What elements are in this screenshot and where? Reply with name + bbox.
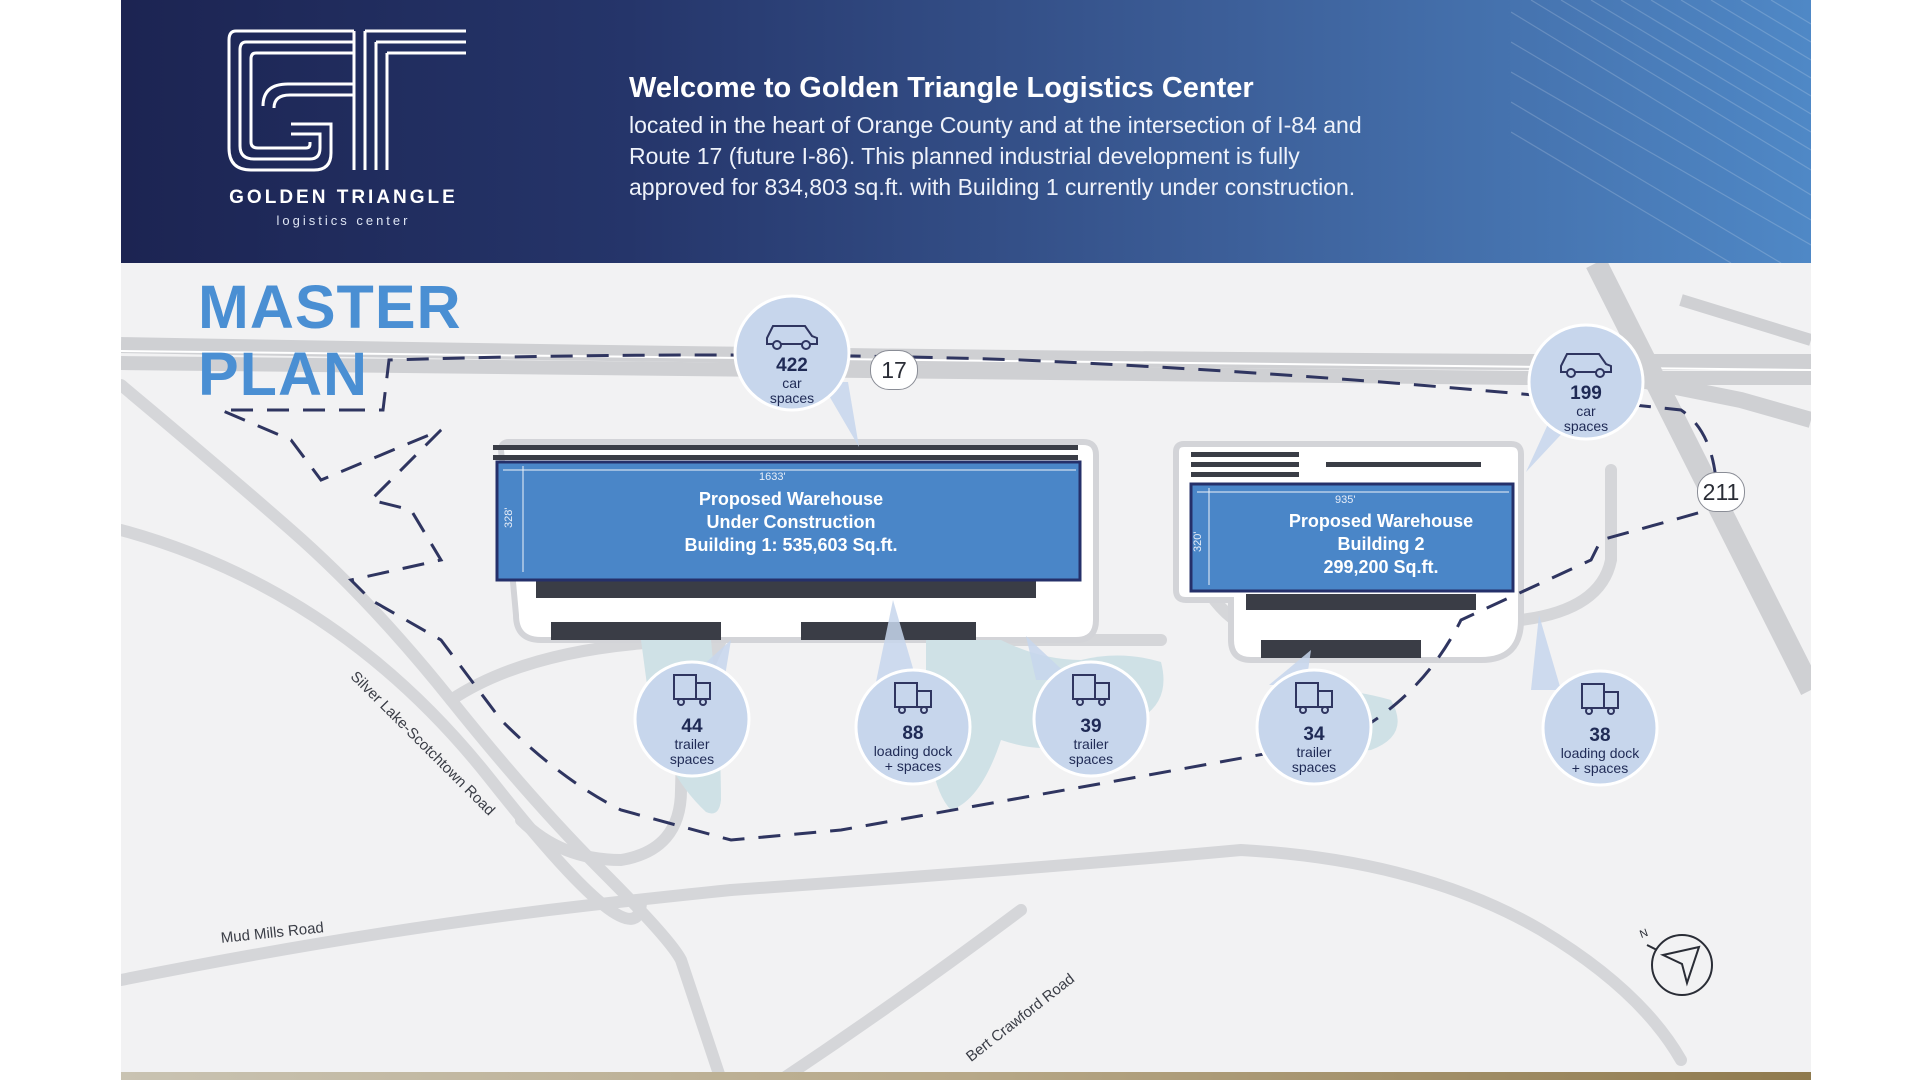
building-2-footprint [1189, 482, 1515, 593]
map-title-line2: PLAN [198, 340, 369, 408]
building-2-label: Proposed Warehouse Building 2 299,200 Sq… [1241, 510, 1521, 579]
car-icon [766, 325, 818, 350]
callout-label: spaces [1068, 751, 1114, 767]
north-arrow-icon [1646, 934, 1713, 996]
callout-trailer-39: 39 trailer spaces [1034, 717, 1148, 767]
callout-label: spaces [769, 390, 815, 406]
callout-label: car [1576, 403, 1596, 419]
callout-label: trailer [1296, 744, 1332, 760]
callout-label: spaces [669, 751, 715, 767]
building-1-width: 1633' [759, 471, 786, 483]
callout-loading-dock-88: 88 loading dock + spaces [856, 724, 970, 774]
callout-label: spaces [1563, 418, 1609, 434]
building-2-parking [1191, 452, 1481, 658]
callout-label: trailer [674, 736, 710, 752]
callout-label: loading dock [1560, 745, 1640, 761]
callout-label: spaces [1291, 759, 1337, 775]
car-icon [1560, 353, 1612, 378]
building-2-line3: 299,200 Sq.ft. [1323, 557, 1439, 577]
welcome-description: located in the heart of Orange County an… [629, 112, 1362, 200]
route-211-shield: 211 [1697, 472, 1745, 512]
master-plan-page: GOLDEN TRIANGLE logistics center Welcome… [121, 0, 1811, 1080]
building-1-footprint [495, 460, 1082, 582]
map-title-line1: MASTER [198, 273, 462, 341]
site-map [121, 263, 1811, 1080]
callout-label: trailer [1073, 736, 1109, 752]
brand-subtitle: logistics center [276, 213, 411, 228]
building-1-line3: Building 1: 535,603 Sq.ft. [684, 535, 898, 555]
header-banner: GOLDEN TRIANGLE logistics center Welcome… [121, 0, 1811, 263]
callout-trailer-44: 44 trailer spaces [635, 717, 749, 767]
callout-value: 199 [1570, 383, 1602, 404]
callout-label: + spaces [884, 758, 942, 774]
callout-value: 39 [1080, 716, 1102, 737]
callout-value: 88 [902, 723, 924, 744]
building-1-parking [493, 445, 1078, 640]
brand-name: GOLDEN TRIANGLE [229, 187, 458, 208]
callout-value: 44 [681, 716, 703, 737]
golden-triangle-logo [227, 29, 466, 172]
callout-value: 34 [1303, 724, 1325, 745]
callout-car-spaces-building-1: 422 car spaces [735, 356, 849, 406]
building-2-line1: Proposed Warehouse [1288, 511, 1474, 531]
truck-icon [894, 682, 932, 714]
building-2-width: 935' [1335, 494, 1356, 506]
route-17-shield: 17 [870, 350, 918, 390]
callout-value: 38 [1589, 725, 1611, 746]
welcome-title: Welcome to Golden Triangle Logistics Cen… [629, 72, 1254, 104]
truck-icon [1072, 674, 1110, 706]
truck-icon [673, 674, 711, 706]
bottom-band [121, 1072, 1811, 1080]
building-1-depth: 328' [503, 507, 515, 528]
building-1-line1: Proposed Warehouse [698, 489, 884, 509]
callout-circles [633, 294, 1659, 787]
truck-icon [1295, 682, 1333, 714]
callout-value: 422 [776, 355, 808, 376]
callout-loading-dock-38: 38 loading dock + spaces [1543, 726, 1657, 776]
callout-trailer-34: 34 trailer spaces [1257, 725, 1371, 775]
building-1-label: Proposed Warehouse Under Construction Bu… [551, 488, 1031, 557]
building-2-line2: Building 2 [1337, 534, 1425, 554]
callout-label: car [782, 375, 802, 391]
header-stripe-pattern [1511, 0, 1811, 263]
building-1-line2: Under Construction [706, 512, 876, 532]
callout-car-spaces-building-2: 199 car spaces [1529, 384, 1643, 434]
callout-label: loading dock [873, 743, 953, 759]
callout-label: + spaces [1571, 760, 1629, 776]
building-2-depth: 320' [1192, 531, 1204, 552]
truck-icon [1581, 683, 1619, 715]
